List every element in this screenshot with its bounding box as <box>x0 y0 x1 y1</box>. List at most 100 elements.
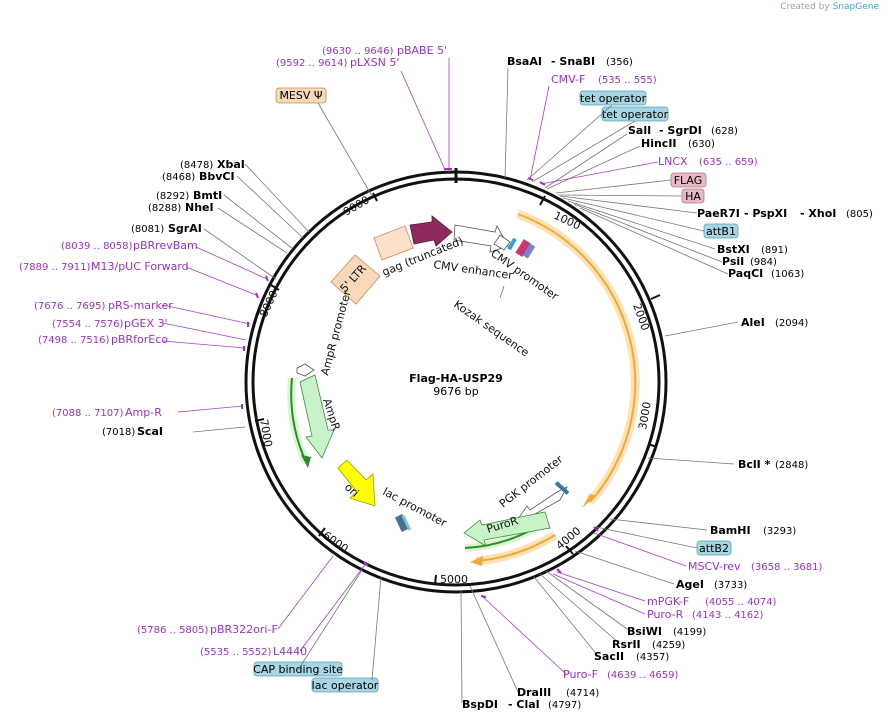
sali-name: SalI <box>628 124 651 137</box>
primer-leads <box>162 58 687 675</box>
attb1-label: attB1 <box>706 225 736 238</box>
ruler-2000: 2000 <box>630 302 652 333</box>
flag-label: FLAG <box>674 174 703 187</box>
lac-operator-label: lac operator <box>312 679 379 692</box>
m13-pos: (7889 .. 7911) <box>19 262 91 273</box>
ampr-p-pos: (7088 .. 7107) <box>52 408 124 419</box>
tick-3000 <box>647 443 658 448</box>
ltr-feature <box>330 254 381 305</box>
credit-prefix: Created by <box>780 2 830 12</box>
prs-name: pRS-marker <box>108 299 173 312</box>
puror-name: Puro-R <box>647 608 684 621</box>
plxsn-pos: (9592 .. 9614) <box>276 58 348 69</box>
ruler <box>254 192 661 586</box>
bmti-name: BmtI <box>193 189 222 202</box>
hincii-name: HincII <box>641 137 677 150</box>
tick-8000 <box>270 284 280 291</box>
paer7i-sep1: - PspXI <box>744 207 787 220</box>
bcli-pos: (2848) <box>775 460 808 471</box>
scai-name: ScaI <box>137 425 163 438</box>
mesv-box <box>275 87 327 104</box>
cmv-enhancer-arrow <box>453 224 509 253</box>
bcli-name: BclI * <box>738 458 771 471</box>
sgrai-name: SgrAI <box>168 222 202 235</box>
bsaai-sep: - SnaBI <box>551 55 595 68</box>
ampr-promoter-arrow <box>296 363 315 377</box>
pbabe-name: pBABE 5' <box>397 44 447 57</box>
ruler-3000: 3000 <box>636 401 654 431</box>
agei-pos: (3733) <box>714 580 747 591</box>
ampr-arrow <box>299 374 335 459</box>
draiii-name: DraIII <box>517 686 551 699</box>
nhei-name: NheI <box>185 201 214 214</box>
puror-arrow <box>463 511 551 547</box>
bbvci-pos: (8468) <box>162 172 195 183</box>
bsiwi-name: BsiWI <box>627 625 662 638</box>
bamhi-name: BamHI <box>710 524 751 537</box>
ampr-green-line <box>290 377 307 463</box>
bspdi-name: BspDI <box>462 698 498 711</box>
tick-1000 <box>539 195 546 206</box>
bmti-pos: (8292) <box>156 191 189 202</box>
psii-name: PsiI <box>722 255 744 268</box>
pbrforeco-pos: (7498 .. 7516) <box>38 335 110 346</box>
cmvf-pos: (535 .. 555) <box>598 75 657 86</box>
puro-orf-head <box>470 556 483 566</box>
ruler-7000: 7000 <box>257 418 275 448</box>
plxsn-name: pLXSN 5' <box>350 56 399 69</box>
tet-operator-label-1: tet operator <box>580 92 647 105</box>
msvcrev-name: MSCV-rev <box>688 560 741 573</box>
bsaai-name: BsaAI <box>507 55 542 68</box>
psii-pos: (984) <box>750 257 777 268</box>
pbrrevbam-name: pBRrevBam <box>133 239 198 252</box>
pbr322-pos: (5786 .. 5805) <box>137 625 209 636</box>
pgex-pos: (7554 .. 7576) <box>52 319 124 330</box>
xbai-name: XbaI <box>217 158 245 171</box>
alei-pos: (2094) <box>775 318 808 329</box>
sacii-name: SacII <box>594 650 624 663</box>
cmv-promoter-box <box>507 237 517 251</box>
hincii-pos: (630) <box>688 139 715 150</box>
mesv-label: MESV Ψ <box>279 89 322 102</box>
snapgene-brand: SnapGene <box>832 2 879 12</box>
mesv-lead <box>317 102 373 197</box>
tick-4000 <box>565 545 574 555</box>
sgrai-pos: (8081) <box>131 224 164 235</box>
tick-2000 <box>650 294 661 300</box>
tick-9000 <box>372 192 378 202</box>
ha-label: HA <box>685 190 701 203</box>
sali-pos: (628) <box>711 126 738 137</box>
kozak-lead <box>499 285 505 299</box>
bamhi-pos: (3293) <box>763 526 796 537</box>
tick-7000 <box>254 418 265 422</box>
plasmid-length: 9676 bp <box>433 385 478 398</box>
kozak-block <box>522 243 536 259</box>
lac-operator-box <box>311 677 379 693</box>
draiii-pos: (4714) <box>566 688 599 699</box>
rsrii-pos: (4259) <box>652 640 685 651</box>
purof-name: Puro-F <box>563 668 598 681</box>
lncx-name: LNCX <box>658 155 688 168</box>
scai-pos: (7018) <box>102 427 135 438</box>
pgk-block <box>554 481 570 495</box>
primer-marks <box>241 168 599 598</box>
agei-name: AgeI <box>676 578 704 591</box>
usp29-orf-line <box>517 213 637 503</box>
usp29-orf-head <box>582 494 596 508</box>
paqci-name: PaqCI <box>728 267 763 280</box>
tet-operator-box-1 <box>579 90 647 106</box>
purof-pos: (4639 .. 4659) <box>607 670 679 681</box>
sacii-pos: (4357) <box>636 652 669 663</box>
nhei-pos: (8288) <box>148 203 181 214</box>
cmv-promoter-arrow <box>493 234 511 251</box>
bsiwi-pos: (4199) <box>673 627 706 638</box>
ori-arrow <box>337 459 376 507</box>
kozak-label: Kozak sequence <box>451 298 531 360</box>
lac-promoter-label: lac promoter <box>381 485 450 530</box>
l4440-pos: (5535 .. 5552) <box>200 647 272 658</box>
pbr322-name: pBR322ori-F <box>210 623 278 636</box>
alei-name: AleI <box>741 316 765 329</box>
lac-operator-block <box>394 514 410 532</box>
plasmid-name: Flag-HA-USP29 <box>409 372 503 385</box>
